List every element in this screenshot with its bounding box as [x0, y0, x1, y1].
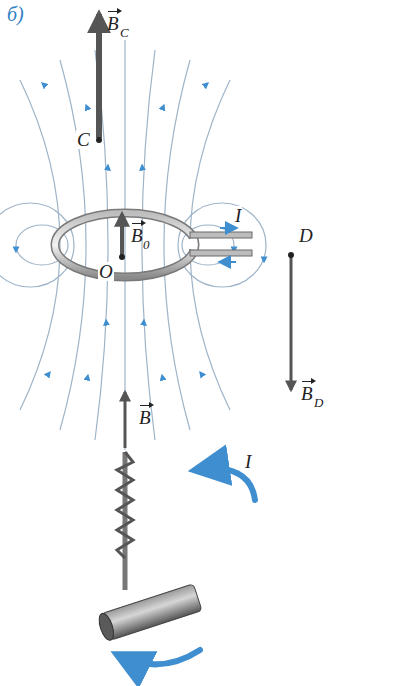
point-label: O — [98, 262, 114, 281]
current-label: I — [234, 206, 242, 225]
field-arrows — [0, 83, 264, 385]
current-loop — [55, 213, 252, 277]
vector-symbol: B — [106, 14, 120, 33]
field-points — [96, 137, 294, 260]
point-label: D — [298, 226, 314, 245]
vector-subscript: D — [313, 396, 324, 409]
rotation-arrows — [118, 469, 255, 665]
point-label: C — [76, 130, 91, 149]
current-label: I — [244, 452, 252, 471]
vector-subscript: C — [119, 26, 130, 39]
field-lines — [0, 40, 266, 450]
field-vectors — [99, 14, 291, 448]
vector-subscript: 0 — [142, 238, 151, 251]
corkscrew — [96, 452, 202, 642]
vector-symbol: B — [138, 408, 152, 427]
vector-symbol: B — [300, 384, 314, 403]
panel-letter: б) — [6, 4, 25, 24]
vector-symbol: B — [130, 226, 144, 245]
